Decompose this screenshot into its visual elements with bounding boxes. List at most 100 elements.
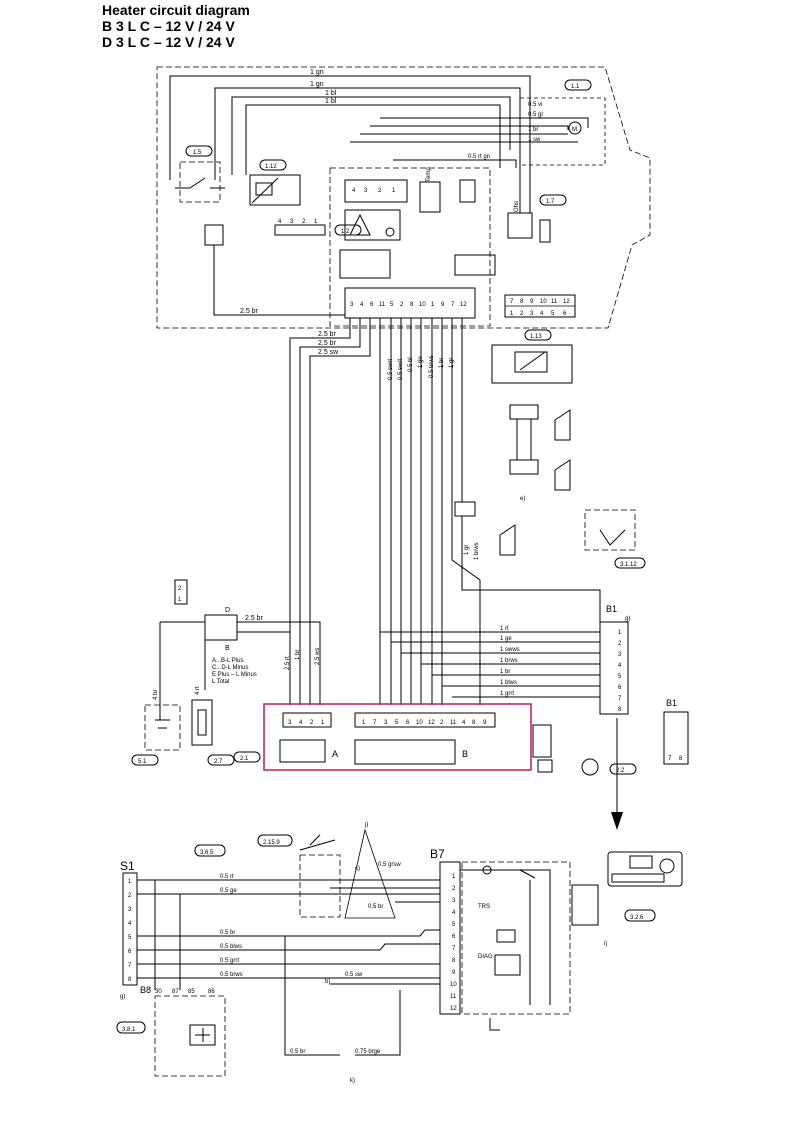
heater-enclosure	[156, 66, 651, 329]
title-block: Heater circuit diagram B 3 L C – 12 V / …	[102, 2, 250, 50]
tag-label: 2.7	[214, 759, 223, 765]
svg-text:0.75 brge: 0.75 brge	[355, 1049, 381, 1055]
battery	[144, 704, 181, 751]
label-b1: B1	[606, 604, 617, 614]
svg-text:1 brws: 1 brws	[500, 658, 518, 664]
svg-text:2: 2	[618, 641, 622, 647]
tag-label: 1.5	[193, 150, 202, 156]
note-e: e)	[520, 496, 525, 502]
svg-text:11: 11	[551, 299, 558, 305]
svg-text:7: 7	[668, 756, 672, 762]
lower-wires: 0.5 rt 0.5 ge 0.5 br 0.5 blws 0.5 grrt 0…	[137, 862, 440, 1084]
label-b7: B7	[430, 847, 445, 861]
b1-wires: 1 rt 1 ge 1 swws 1 brws 1 br 1 blws 1 gr…	[380, 626, 600, 698]
svg-text:8: 8	[452, 958, 456, 964]
label-b8: B8	[140, 985, 151, 995]
svg-text:10: 10	[416, 720, 423, 726]
svg-text:8: 8	[128, 977, 132, 983]
plug-b	[454, 501, 476, 517]
note-i: i)	[604, 941, 607, 947]
svg-text:1 br: 1 br	[295, 650, 301, 660]
svg-text:1 blws: 1 blws	[500, 680, 517, 686]
svg-text:3: 3	[452, 898, 456, 904]
svg-text:1 br: 1 br	[500, 669, 510, 675]
page-title: Heater circuit diagram	[102, 2, 250, 18]
power-plug-d	[204, 614, 238, 641]
ohs-plug	[507, 212, 533, 239]
svg-text:2: 2	[440, 720, 444, 726]
timer-display	[607, 851, 683, 887]
timer-knob-icon	[659, 858, 675, 874]
b7-module-outline	[461, 861, 571, 1015]
tag-label: 2.2	[616, 768, 625, 774]
svg-text:7: 7	[451, 302, 455, 308]
svg-text:L Total: L Total	[212, 679, 229, 685]
svg-text:0.5 grsw: 0.5 grsw	[378, 862, 401, 868]
label-b1-side: B1	[666, 698, 677, 708]
top-harness: 1 gn 1 gn 1 bl 1 bl 0.5 vi 0.5 gr 1 br 1…	[169, 69, 606, 230]
svg-text:1: 1	[392, 188, 396, 194]
tag-label: 1.13	[530, 334, 542, 340]
svg-text:7: 7	[373, 720, 377, 726]
flame-sensor	[249, 174, 301, 206]
svg-text:2.5 ws: 2.5 ws	[315, 648, 321, 665]
svg-text:4: 4	[452, 910, 456, 916]
harness-down: 2.5 br 2.5 br 2.5 sw 0.5 swrt 0.5 swrt 0…	[289, 318, 601, 705]
tag-label: 1.2	[341, 229, 350, 235]
svg-text:c): c)	[355, 866, 360, 872]
tag-3-1-12	[614, 557, 646, 569]
svg-text:1: 1	[314, 219, 318, 225]
svg-text:5: 5	[128, 935, 132, 941]
relay-pins: 30 87 85 86	[155, 989, 215, 995]
b7-connector	[439, 861, 461, 1015]
wire-label: 0.5 gr	[528, 112, 543, 118]
svg-text:2.5 br: 2.5 br	[245, 615, 264, 622]
diag-label: DIAG	[478, 954, 493, 960]
svg-text:0.5 bl: 0.5 bl	[408, 357, 414, 372]
svg-text:C...D-L Minus: C...D-L Minus	[212, 665, 248, 671]
svg-text:10: 10	[450, 982, 457, 988]
cu-label-a: A	[332, 749, 338, 759]
svg-text:E Plus – L Minus: E Plus – L Minus	[212, 672, 257, 678]
svg-text:2.5 br: 2.5 br	[318, 340, 337, 347]
sensor-plug-pins: 4 3 2 1	[278, 219, 318, 225]
svg-text:12: 12	[563, 299, 570, 305]
svg-text:10: 10	[540, 299, 547, 305]
b7-pins: 1 2 3 4 5 6 7 8 9 10 11 12	[450, 874, 457, 1012]
control-plug-top	[344, 179, 408, 203]
pump-plug	[532, 724, 552, 758]
svg-text:6: 6	[370, 302, 374, 308]
svg-text:1 ge: 1 ge	[500, 636, 512, 642]
note-g-s1: g)	[120, 994, 125, 1000]
cu-plug-b-pins: 1 7 3 5 6 10 12 2 11 4 8 9	[362, 720, 487, 726]
tag-1-13	[524, 329, 552, 341]
cu-socket-a	[279, 739, 326, 763]
svg-text:3: 3	[364, 188, 368, 194]
main-fuse	[191, 699, 213, 746]
svg-text:2.5 br: 2.5 br	[318, 331, 337, 338]
tag-label: 3.8.1	[122, 1027, 136, 1033]
arrow-down-icon	[611, 812, 623, 830]
svg-text:4: 4	[278, 219, 282, 225]
tag-1-1	[564, 79, 592, 91]
main-plug-pins: 3 4 6 11 5 2 8 10 1 9 7 12	[350, 302, 467, 308]
svg-text:2: 2	[452, 886, 456, 892]
s1-connector	[122, 872, 138, 986]
svg-text:7: 7	[618, 696, 622, 702]
svg-text:12: 12	[460, 302, 467, 308]
svg-text:1 brws: 1 brws	[474, 542, 480, 560]
svg-text:4: 4	[618, 663, 622, 669]
svg-text:86: 86	[208, 989, 215, 995]
plug-1-13	[509, 404, 539, 420]
label-s1: S1	[120, 859, 135, 873]
svg-text:1: 1	[321, 720, 325, 726]
model-line-2: D 3 L C – 12 V / 24 V	[102, 34, 235, 50]
wire-label: 0.5 rt gn	[468, 154, 490, 160]
svg-text:9: 9	[530, 299, 534, 305]
svg-text:8: 8	[618, 707, 622, 713]
svg-text:1: 1	[452, 874, 456, 880]
svg-text:1 gr: 1 gr	[449, 358, 455, 368]
ohs-label: Ohs	[514, 201, 520, 212]
wire-label: 1 bl	[325, 90, 337, 97]
svg-text:3: 3	[290, 219, 294, 225]
